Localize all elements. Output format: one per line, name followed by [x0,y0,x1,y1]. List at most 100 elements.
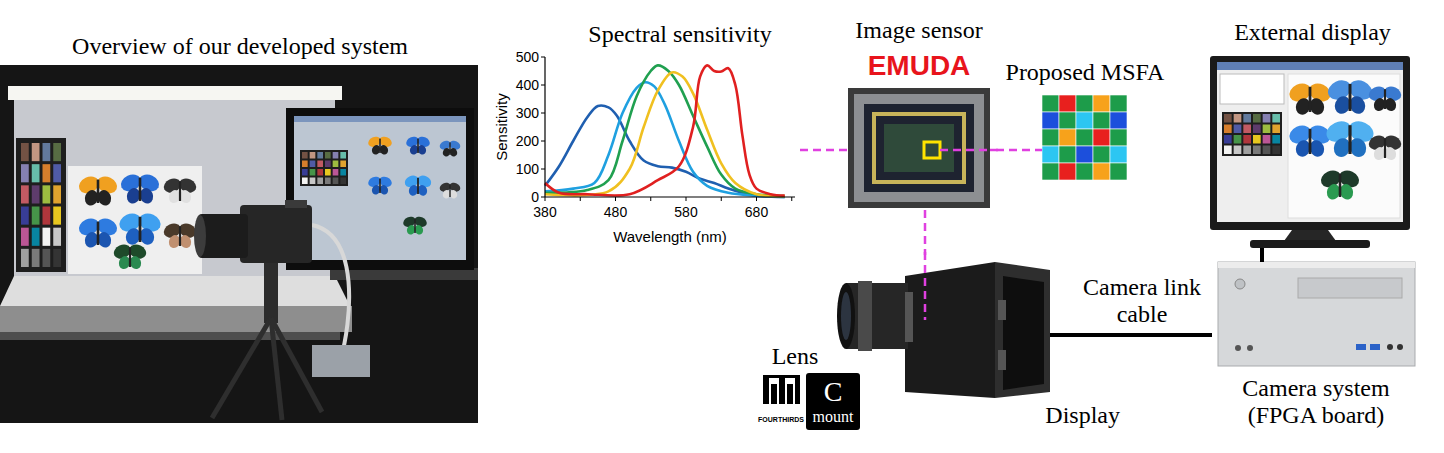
indicator [1247,345,1253,351]
color-patch [32,143,40,161]
cable-stub [1050,333,1120,337]
color-patch [1272,114,1280,123]
panel-heading: External display [1234,18,1391,47]
logo-bar [787,384,793,404]
panel-heading: Overview of our developed system [72,32,408,61]
connectors [800,150,1262,335]
logo-text: mount [813,409,854,425]
camera-panel: Display [836,255,1120,432]
logo-text: C [824,378,843,406]
color-patch [53,185,61,203]
butterfly [438,139,462,157]
butterflies [76,171,198,270]
color-patch [1243,135,1251,144]
filter-cell [1110,129,1127,146]
butterfly-body [1309,87,1312,112]
color-patch [310,169,316,176]
filter-cell [1059,163,1076,180]
y-tick [541,141,545,142]
cable-line [1120,333,1212,337]
butterfly-body [1339,174,1342,197]
tick-label: 200 [516,133,539,150]
part-label: Display [1045,401,1120,430]
color-patch [1234,114,1242,123]
tick-label: 100 [516,161,539,178]
color-patch [1253,125,1261,134]
sensor-name: EMUDA [868,49,971,83]
camera-system-box [1218,262,1415,366]
y-axis [544,57,545,197]
logo-bar [771,384,777,404]
photo-monitor [286,108,474,270]
x-tick [650,197,651,201]
color-patch [43,185,51,203]
color-patch [333,161,339,168]
butterfly [438,181,462,199]
filter-cell [1042,129,1059,146]
color-patch [333,178,339,185]
y-tick [541,113,545,114]
sensor-bond-frame [874,114,964,182]
butterfly [1325,77,1375,116]
butterfly [405,135,432,156]
filter-cell [1110,146,1127,163]
sensitivity-chart [541,57,795,201]
butterfly-body [139,217,142,242]
camera-system-panel: Camera system (FPGA board) [1212,262,1420,432]
audio-port [1397,344,1403,350]
tick-label: 0 [531,189,539,206]
dashed-connector [800,149,848,152]
checker-frame [18,140,64,270]
color-patch [1253,114,1261,123]
butterfly-body [1348,125,1351,154]
filter-cell [1059,129,1076,146]
filter-cell [1093,146,1110,163]
checker-frame [1222,112,1282,156]
dashed-leader [924,252,927,320]
photo-box [312,345,370,377]
butterfly [1367,133,1404,162]
butterfly [1367,84,1404,113]
x-tick [580,197,581,201]
color-patch [32,228,40,246]
color-patch [302,169,308,176]
color-patch [53,164,61,182]
checker-frame [300,150,348,186]
logo-bar [763,375,800,378]
panel-heading: Spectral sensitivity [588,20,771,49]
sensor-panel: Image sensorEMUDA [848,12,990,210]
butterfly [403,173,433,197]
filter-cell [1093,112,1110,129]
filter-cell [1110,95,1127,112]
dashed-leaders [925,150,1042,320]
filter-cell [1076,95,1093,112]
sensor-zoom-square [924,142,940,158]
color-patch [1224,135,1232,144]
photo-screen-content [300,135,462,236]
lens-ring [858,281,872,351]
color-patch [333,152,339,159]
system-photo [0,65,478,423]
butterfly [162,221,199,250]
window-panel [1220,74,1284,104]
monitor-base [1250,240,1370,248]
butterfly-body [1384,138,1386,158]
color-patch [43,249,51,267]
butterfly [76,173,120,207]
color-patch [317,178,323,185]
color-patch [1272,146,1280,155]
cable-line [1260,248,1264,262]
color-patch [43,228,51,246]
color-patch [1263,135,1271,144]
color-patch [43,207,51,225]
power-button [1235,279,1245,289]
camera-body [905,262,995,398]
sensor-package [848,88,990,208]
tick-label: 680 [745,204,768,221]
filter-cell [1076,163,1093,180]
filter-cell [1059,95,1076,112]
butterfly [1318,167,1362,201]
